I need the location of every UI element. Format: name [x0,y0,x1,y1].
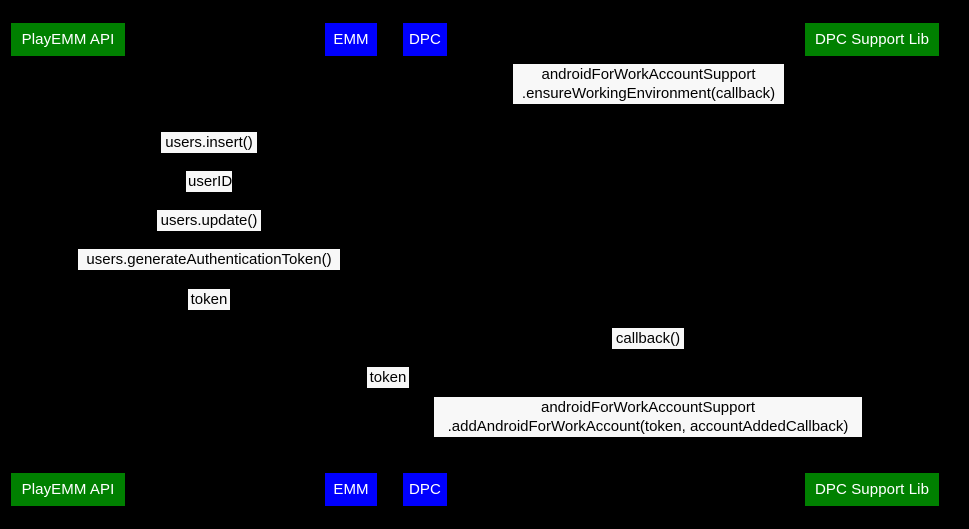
arrow-generate-authentication-token [68,267,351,273]
message-label-generate-authentication-token: users.generateAuthenticationToken() [78,249,340,270]
arrow-users-update [68,228,351,234]
participant-label: DPC [409,481,441,498]
message-label-ensure-working-environment: androidForWorkAccountSupport .ensureWork… [513,64,784,104]
participant-footer-dpc[interactable]: DPC [403,473,447,506]
message-label-user-id: userID [186,171,233,192]
message-label-users-update: users.update() [157,210,261,231]
participant-label: EMM [333,31,369,48]
participant-footer-playemm-api[interactable]: PlayEMM API [11,473,125,506]
lifeline-dpc [425,56,426,473]
participant-label: DPC Support Lib [814,31,930,48]
participant-header-emm[interactable]: EMM [325,23,377,56]
participant-label: DPC Support Lib [814,481,930,498]
arrow-callback [425,346,872,352]
participant-footer-dpc-support-lib[interactable]: DPC Support Lib [805,473,939,506]
arrow-ensure-working-environment [425,101,872,107]
participant-label: DPC [409,31,441,48]
arrow-token-to-emm [68,307,351,313]
arrow-token-to-dpc [351,385,425,391]
message-label-token-to-dpc: token [367,367,409,388]
participant-header-playemm-api[interactable]: PlayEMM API [11,23,125,56]
lifeline-dpc-support-lib [872,56,873,473]
participant-label: PlayEMM API [21,31,115,48]
message-label-users-insert: users.insert() [161,132,257,153]
message-label-callback: callback() [612,328,684,349]
arrow-add-android-for-work-account [425,434,872,440]
participant-footer-emm[interactable]: EMM [325,473,377,506]
lifeline-emm [351,56,352,473]
participant-header-dpc[interactable]: DPC [403,23,447,56]
lifeline-playemm-api [68,56,69,473]
arrow-user-id [68,189,351,195]
message-label-add-android-for-work-account: androidForWorkAccountSupport .addAndroid… [434,397,862,437]
arrow-users-insert [68,150,351,156]
message-label-token-to-emm: token [188,289,230,310]
participant-label: EMM [333,481,369,498]
participant-label: PlayEMM API [21,481,115,498]
participant-header-dpc-support-lib[interactable]: DPC Support Lib [805,23,939,56]
